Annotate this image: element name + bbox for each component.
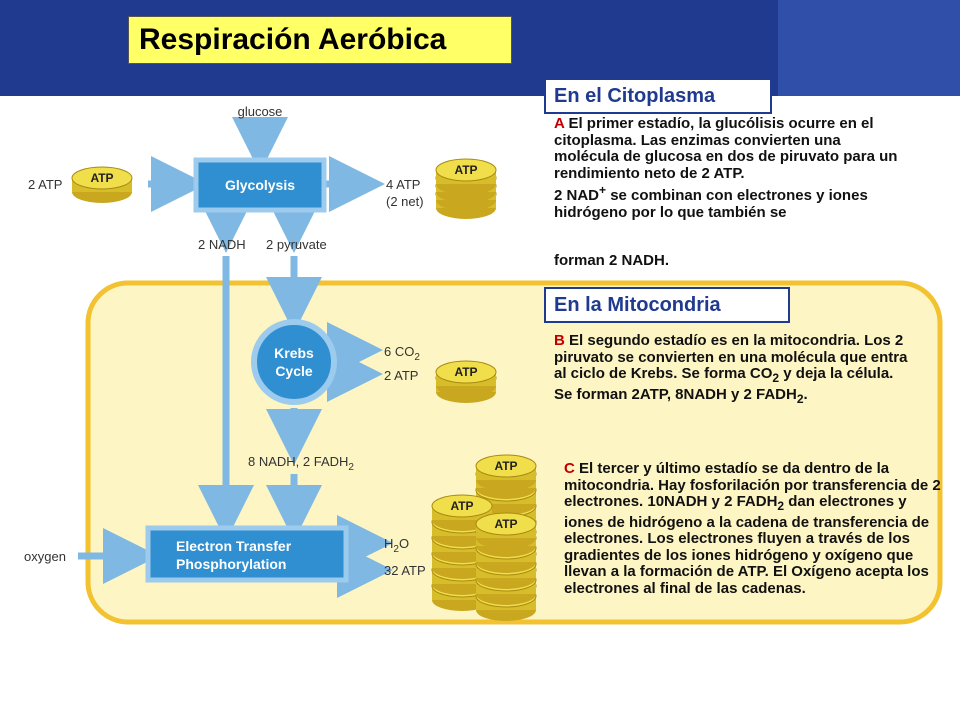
header-banner-accent [778,0,960,96]
krebs-label-2: Cycle [275,363,313,379]
atp-in-label: 2 ATP [28,177,62,192]
page-title: Respiración Aeróbica [139,23,447,56]
letter-a: A [554,115,565,132]
co2-label: 6 CO2 [384,344,420,363]
nadh-fadh-label: 8 NADH, 2 FADH2 [248,454,354,473]
coin-label: ATP [454,163,477,177]
coin-label: ATP [494,459,517,473]
coin-label: ATP [494,517,517,531]
cytoplasm-text-end: forman 2 NADH. [554,252,670,269]
glucose-label: glucose [238,104,283,119]
h2o-label: H2O [384,536,409,555]
cytoplasm-header-box: En el Citoplasma [544,78,772,114]
krebs-label-1: Krebs [274,345,314,361]
letter-c: C [564,460,575,477]
atp-coin-pile: ATP ATP ATP [431,454,537,622]
mitochondria-text: B El segundo estadío es en la mitocondri… [554,332,908,406]
glycolysis-label: Glycolysis [225,177,295,193]
final-atp-label: 32 ATP [384,563,426,578]
electron-transfer-box [145,525,349,583]
atp-coin-in: ATP [71,166,133,204]
glycolysis-box [193,157,327,213]
cytoplasm-text: A El primer estadío, la glucólisis ocurr… [554,115,898,221]
etc-text: C El tercer y último estadío se da dentr… [564,460,941,597]
atp-coin-stack-glycolysis: ATP [435,158,497,220]
coin-label: ATP [454,365,477,379]
oxygen-label: oxygen [24,549,66,564]
krebs-atp-label: 2 ATP [384,368,418,383]
coin-label: ATP [90,171,113,185]
cytoplasm-header: En el Citoplasma [554,85,716,107]
net-label: (2 net) [386,194,424,209]
etp-label-1: Electron Transfer [176,538,292,554]
atp-coin-stack-krebs: ATP [435,360,497,404]
krebs-cycle-circle [251,319,337,405]
nadh-label: 2 NADH [198,237,246,252]
mitochondria-header-box: En la Mitocondria [544,287,790,323]
title-box: Respiración Aeróbica [128,16,512,64]
coin-label: ATP [450,499,473,513]
atp-out-label: 4 ATP [386,177,420,192]
etp-label-2: Phosphorylation [176,556,286,572]
letter-b: B [554,332,565,349]
mitochondria-header: En la Mitocondria [554,294,721,316]
pyruvate-label: 2 pyruvate [266,237,327,252]
